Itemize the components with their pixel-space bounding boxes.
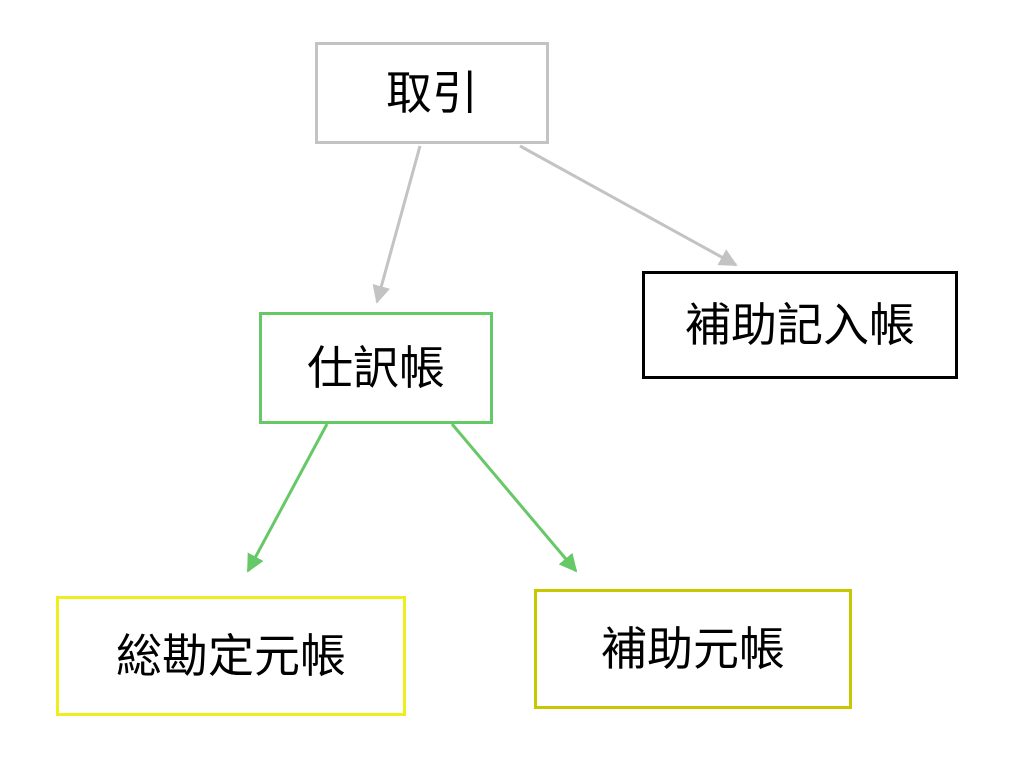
node-hojo-moto: 補助元帳 [534, 589, 852, 709]
node-hojo-kinyu: 補助記入帳 [642, 271, 958, 379]
edge-torihiki-to-hojo-kinyu [519, 144, 738, 267]
node-hojo-kinyu-label: 補助記入帳 [685, 298, 915, 352]
node-sokanjo-label: 総勘定元帳 [116, 629, 346, 683]
edge-shiwake-to-sokanjo [246, 423, 329, 573]
edge-shiwake-to-hojo-moto [450, 423, 578, 573]
node-hojo-moto-label: 補助元帳 [601, 622, 785, 676]
node-torihiki-label: 取引 [386, 66, 478, 120]
node-shiwake-label: 仕訳帳 [307, 341, 445, 395]
node-torihiki: 取引 [315, 42, 549, 144]
edge-torihiki-to-shiwake [372, 145, 422, 304]
node-sokanjo: 総勘定元帳 [56, 596, 406, 716]
node-shiwake: 仕訳帳 [259, 312, 493, 424]
